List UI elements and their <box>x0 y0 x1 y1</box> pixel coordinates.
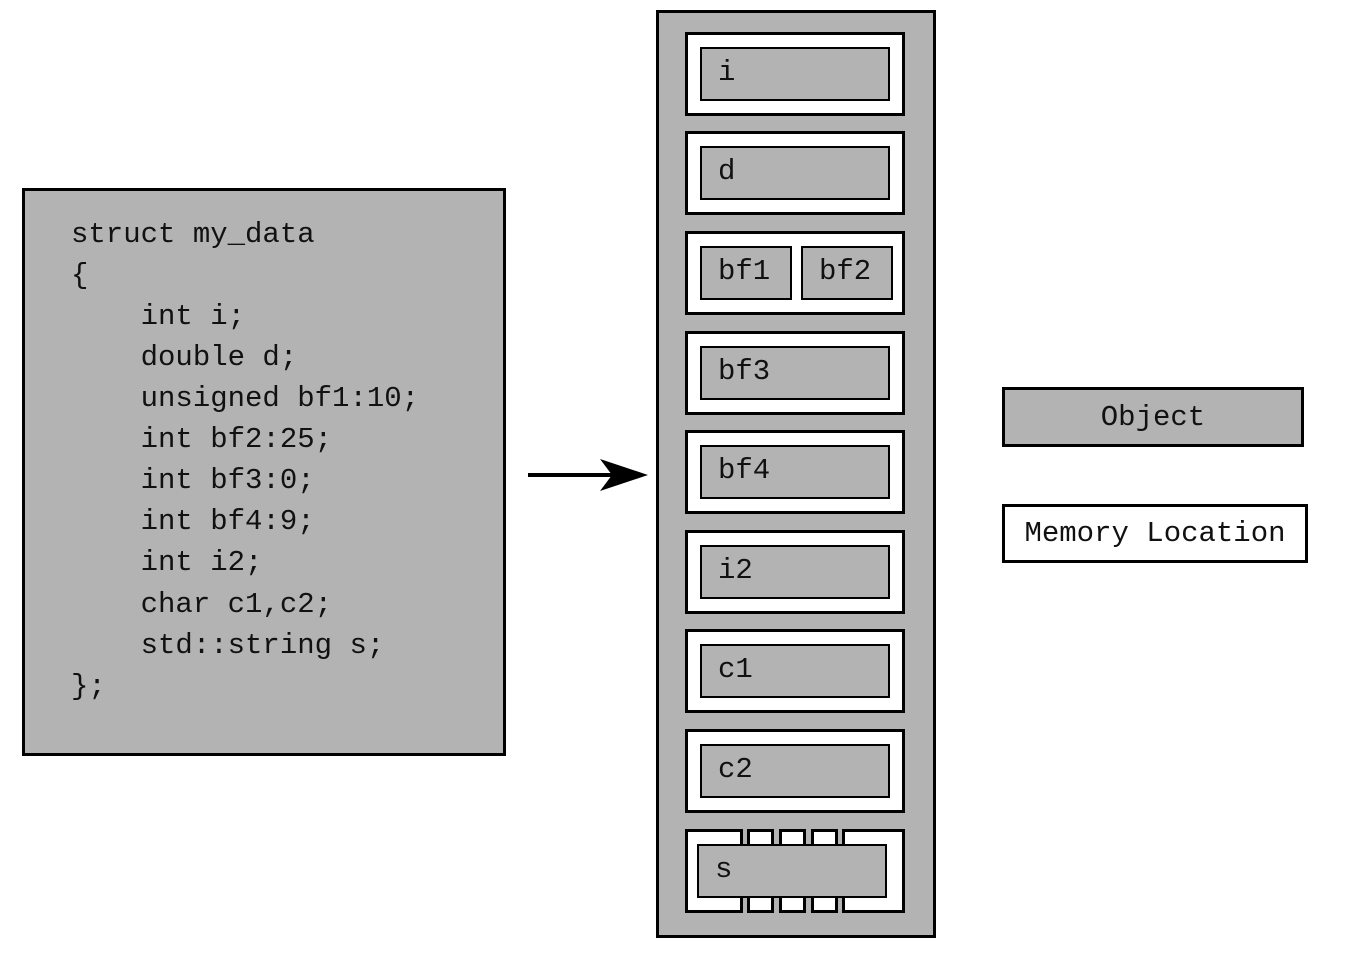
object-label: i <box>718 56 736 89</box>
code-line: }; <box>71 670 106 703</box>
legend-memory-location: Memory Location <box>1002 504 1308 563</box>
code-line: int bf2:25; <box>71 423 333 456</box>
memory-location-i2: i2 <box>685 530 905 614</box>
object-bf4: bf4 <box>700 445 890 499</box>
code-line: struct my_data <box>71 218 315 251</box>
code-line: int i; <box>71 300 246 333</box>
object-label: i2 <box>718 554 753 587</box>
object-label: d <box>718 155 736 188</box>
object-s: s <box>697 844 887 898</box>
memory-location-bf3: bf3 <box>685 331 905 415</box>
code-line: unsigned bf1:10; <box>71 382 420 415</box>
legend-object-label: Object <box>1100 400 1206 434</box>
arrow-right-icon <box>528 459 648 491</box>
memory-location-c1: c1 <box>685 629 905 713</box>
code-line: int bf4:9; <box>71 505 315 538</box>
code-line: { <box>71 259 89 292</box>
object-label: c2 <box>718 753 753 786</box>
code-line: char c1,c2; <box>71 588 333 621</box>
object-bf1: bf1 <box>700 246 792 300</box>
object-label: bf2 <box>819 255 872 288</box>
object-bf2: bf2 <box>801 246 893 300</box>
code-line: double d; <box>71 341 298 374</box>
code-line: int i2; <box>71 546 263 579</box>
object-label: s <box>715 853 733 886</box>
object-i2: i2 <box>700 545 890 599</box>
object-bf3: bf3 <box>700 346 890 400</box>
code-line: std::string s; <box>71 629 385 662</box>
object-label: bf1 <box>718 255 771 288</box>
object-c2: c2 <box>700 744 890 798</box>
struct-code-box: struct my_data { int i; double d; unsign… <box>22 188 506 756</box>
object-c1: c1 <box>700 644 890 698</box>
object-i: i <box>700 47 890 101</box>
object-label: c1 <box>718 653 753 686</box>
code-line: int bf3:0; <box>71 464 315 497</box>
memory-location-c2: c2 <box>685 729 905 813</box>
object-d: d <box>700 146 890 200</box>
object-label: bf3 <box>718 355 771 388</box>
memory-location-bf4: bf4 <box>685 430 905 514</box>
legend-object: Object <box>1002 387 1304 447</box>
memory-layout-column: i d bf1 bf2 bf3 bf4 i2 c1 c2 <box>656 10 936 938</box>
object-label: bf4 <box>718 454 771 487</box>
memory-location-d: d <box>685 131 905 215</box>
memory-location-bf1-bf2: bf1 bf2 <box>685 231 905 315</box>
memory-location-i: i <box>685 32 905 116</box>
legend-memory-location-label: Memory Location <box>1024 517 1286 550</box>
